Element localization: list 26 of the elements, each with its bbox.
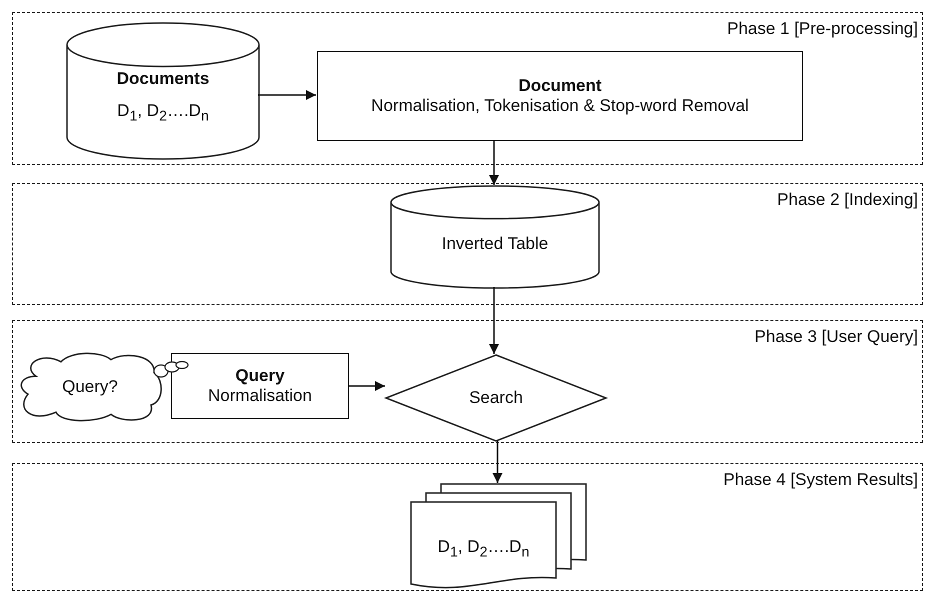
node-text: Normalisation [208,386,312,406]
process-box [317,51,803,141]
phase-panel [12,183,923,305]
node-text: Query? [62,376,118,398]
arrow [489,140,499,185]
phase-title: Phase 2 [Indexing] [777,190,918,210]
thought-bubble-connector [153,360,189,378]
node-text: Normalisation, Tokenisation & Stop-word Removal [371,96,749,116]
phase-title: Phase 3 [User Query] [754,327,918,347]
node-text: Inverted Table [442,232,548,254]
phase-panel [12,12,923,165]
process-box [171,353,349,419]
phase-panel [12,320,923,443]
node-heading: Query [235,366,285,386]
arrow [258,90,316,100]
arrow [489,287,499,354]
node-text: Search [469,388,523,408]
phase-title: Phase 4 [System Results] [723,470,918,490]
phase-panel [12,463,923,591]
node-heading: Document [518,76,602,96]
arrow [492,440,502,483]
node-text: D$_{1}$, D$_{2}$….D$_{n}$ [117,100,209,126]
node-heading: Documents [116,68,210,89]
phase-title: Phase 1 [Pre-processing] [727,19,918,39]
arrow [348,381,385,391]
node-text: D$_{1}$, D$_{2}$….D$_{n}$ [438,536,530,562]
